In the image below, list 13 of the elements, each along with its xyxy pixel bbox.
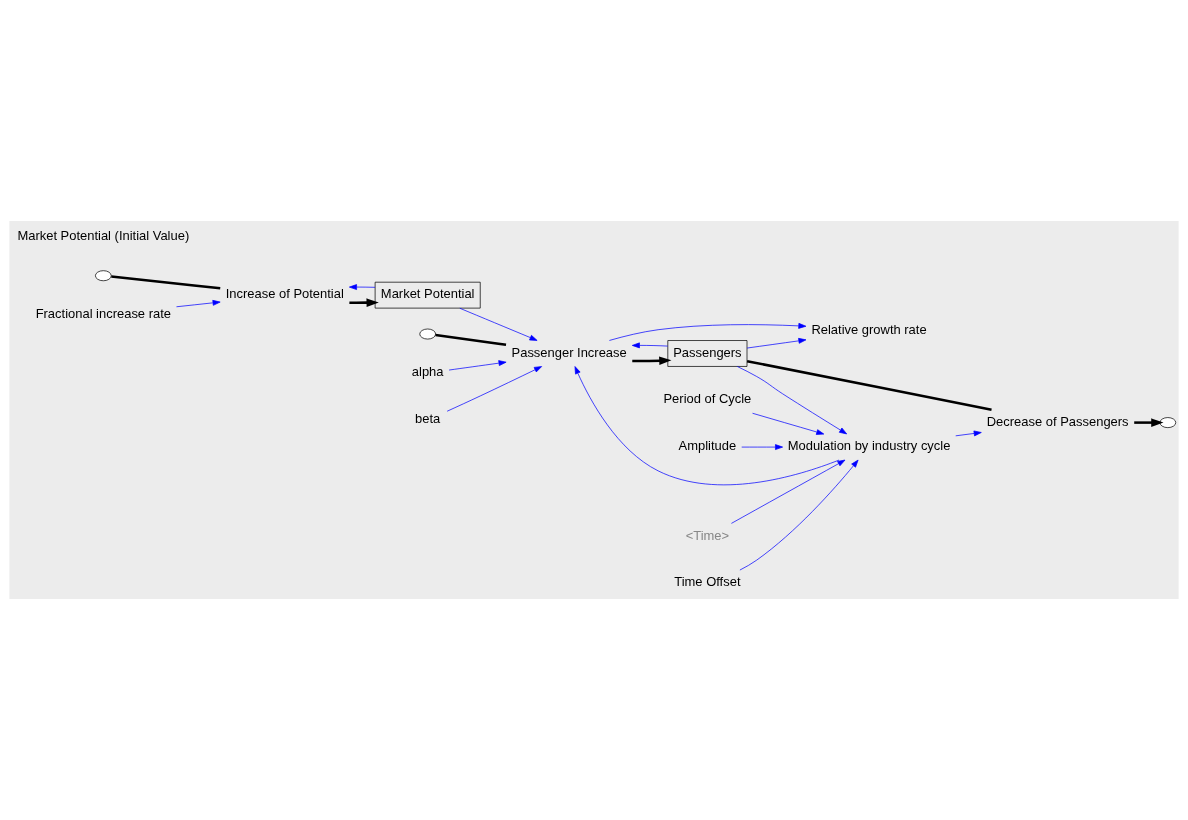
node-text: Increase of Potential xyxy=(225,286,344,302)
node-text: beta xyxy=(415,410,441,426)
node-text: alpha xyxy=(411,364,444,380)
node-text: Period of Cycle xyxy=(663,391,752,407)
node-text: Passenger Increase xyxy=(511,344,627,360)
node-text: Amplitude xyxy=(678,438,737,454)
node-text: Time Offset xyxy=(674,574,741,590)
node-text: Decrease of Passengers xyxy=(986,413,1129,429)
node-text: <Time> xyxy=(685,527,730,543)
node-text: Modulation by industry cycle xyxy=(787,438,951,454)
label: Market Potential (Initial Value) xyxy=(17,228,190,244)
node-text: Fractional increase rate xyxy=(35,305,171,321)
node-text: Relative growth rate xyxy=(811,322,927,338)
